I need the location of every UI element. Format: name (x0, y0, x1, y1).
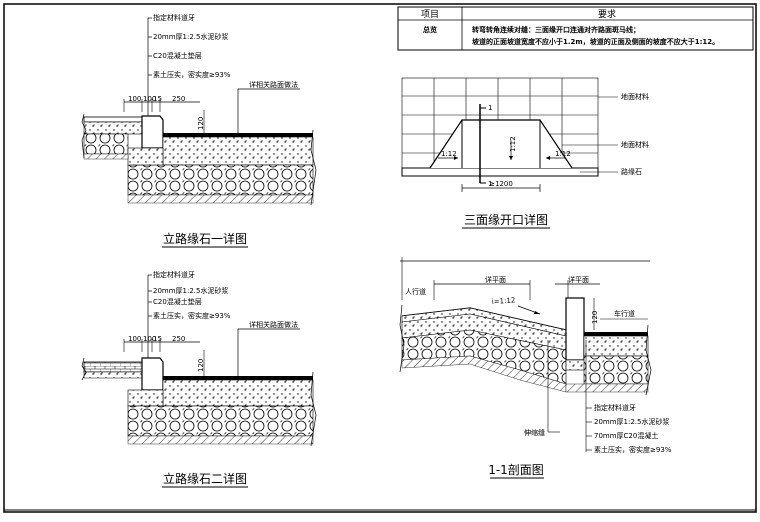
section-vdim: 120 (591, 311, 599, 324)
plan-slope-right: 1:12 (555, 150, 571, 158)
detail1-road-note: 详相关路面做法 (249, 80, 298, 89)
section-title: 1-1剖面图 (488, 463, 544, 477)
table-col1-header: 项目 (421, 9, 439, 20)
section-note-1: 指定材料道牙 (594, 403, 636, 412)
section-note-4: 素土压实，密实度≥93% (594, 445, 672, 454)
section-label-flat-1: 详平面 (485, 275, 506, 284)
detail2-road-note: 详相关路面做法 (249, 320, 298, 329)
plan-title: 三面缘开口详图 (464, 212, 548, 227)
section-1-1: 人行道 详平面 详平面 车行道 i=1:12 120 (399, 257, 672, 479)
detail1-dim-2: 100 (143, 95, 156, 103)
detail2-note-3: C20混凝土垫层 (153, 297, 202, 306)
table-row1-line2: 坡道的正面坡道宽度不应小于1.2m，坡道的正面及侧面的坡度不应大于1:12。 (472, 37, 719, 46)
curb-detail-2: 指定材料道牙 20mm厚1:2.5水泥砂浆 C20混凝土垫层 素土压实，密实度≥… (81, 270, 317, 488)
detail1-note-3: C20混凝土垫层 (153, 51, 202, 60)
plan-label-ground-2: 地面材料 (621, 140, 649, 149)
section-label-flat-2: 详平面 (568, 275, 589, 284)
section-label-roadway: 车行道 (614, 309, 635, 318)
plan-cut-bottom: 1 (488, 180, 492, 188)
detail1-note-1: 指定材料道牙 (153, 13, 195, 22)
detail1-title: 立路缘石一详图 (163, 231, 247, 246)
detail2-dim-2: 100 (143, 335, 156, 343)
plan-width-dim: ≥1200 (489, 180, 513, 188)
section-note-3: 70mm厚C20混凝土 (594, 431, 658, 440)
table-row1-label: 总览 (423, 25, 437, 34)
detail2-dim-3: 15 (153, 335, 162, 343)
detail1-dim-4: 250 (172, 95, 185, 103)
detail2-dim-4: 250 (172, 335, 185, 343)
detail1-note-4: 素土压实，密实度≥93% (153, 70, 231, 79)
detail2-dim-1: 100 (128, 335, 141, 343)
detail2-note-1: 指定材料道牙 (153, 270, 195, 279)
detail1-note-2: 20mm厚1:2.5水泥砂浆 (153, 32, 229, 41)
detail2-note-2: 20mm厚1:2.5水泥砂浆 (153, 286, 229, 295)
detail2-title: 立路缘石二详图 (163, 471, 247, 486)
detail1-dim-1: 100 (128, 95, 141, 103)
section-note-2: 20mm厚1:2.5水泥砂浆 (594, 417, 670, 426)
sheet-frame (3, 3, 757, 513)
plan-cut-top: 1 (488, 104, 492, 112)
plan-slope-mid: 1:12 (509, 136, 517, 152)
detail1-dim-3: 15 (153, 95, 162, 103)
curb-detail-1: 指定材料道牙 20mm厚1:2.5水泥砂浆 C20混凝土垫层 素土压实，密实度≥… (81, 13, 317, 248)
plan-label-ground-1: 地面材料 (621, 92, 649, 101)
requirements-table: 项目 要求 总览 转弯转角连续对缝：三面缘开口连通对齐路面斑马线； 坡道的正面坡… (397, 6, 754, 51)
section-joint-label: 伸缩缝 (524, 428, 545, 437)
section-slope: i=1:12 (492, 296, 516, 306)
section-label-sidewalk: 人行道 (405, 287, 426, 296)
opening-plan: 1 1 1:12 1:12 1:12 ≥1200 地面材料 地面材料 路缘石 三… (401, 77, 649, 229)
table-col2-header: 要求 (598, 8, 616, 20)
detail2-vdim: 120 (197, 359, 205, 372)
detail1-vdim: 120 (197, 117, 205, 130)
detail2-note-4: 素土压实，密实度≥93% (153, 311, 231, 320)
plan-slope-left: 1:12 (441, 150, 457, 158)
plan-label-curb: 路缘石 (621, 167, 642, 176)
table-row1-line1: 转弯转角连续对缝：三面缘开口连通对齐路面斑马线； (472, 25, 640, 34)
